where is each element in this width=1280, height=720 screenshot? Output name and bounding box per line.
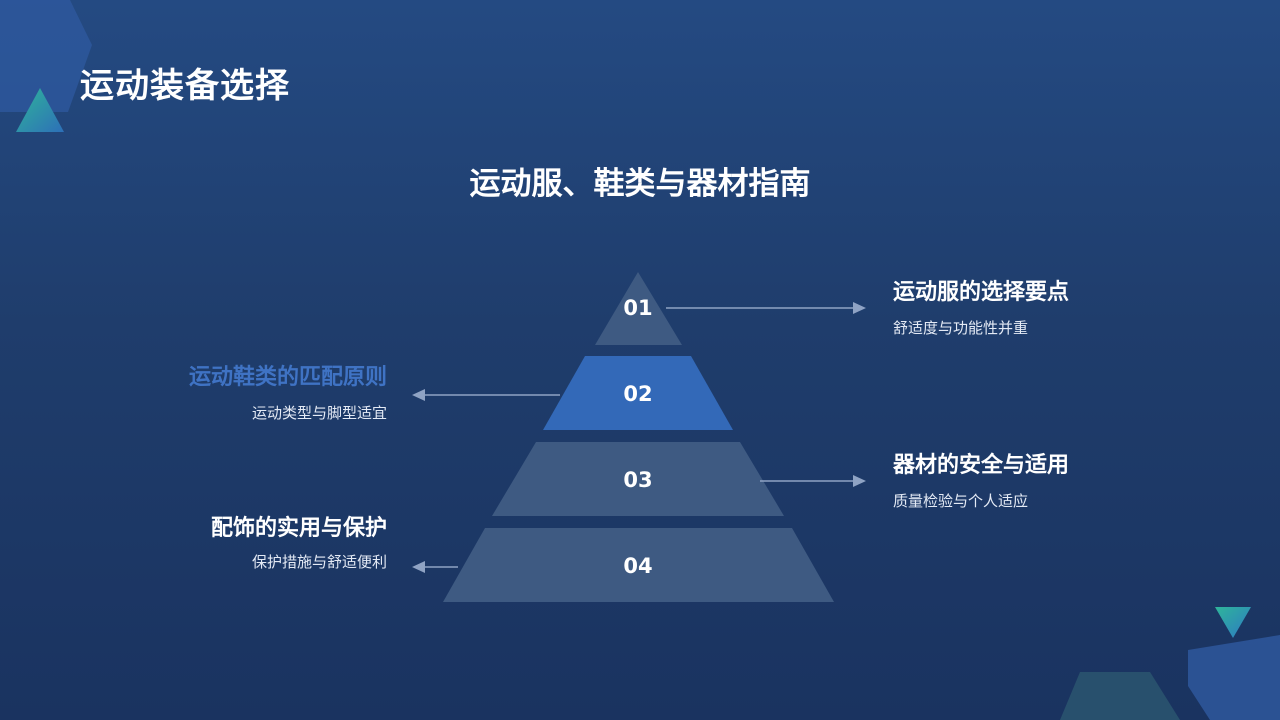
level-number-03: 03: [623, 468, 653, 492]
pyramid-level-1: [595, 272, 682, 345]
pyramid-level-3: [492, 442, 784, 516]
page-subtitle: 运动服、鞋类与器材指南: [469, 166, 811, 202]
level-title-04: 配饰的实用与保护: [210, 516, 387, 541]
level-title-01: 运动服的选择要点: [893, 280, 1070, 305]
level-desc-04: 保护措施与舒适便利: [251, 553, 387, 571]
page-title: 运动装备选择: [80, 66, 290, 106]
pyramid-level-4: [443, 528, 834, 602]
decor-top-left: [0, 0, 92, 132]
level-title-02: 运动鞋类的匹配原则: [188, 365, 387, 390]
level-number-01: 01: [623, 296, 653, 320]
pyramid-level-2: [543, 356, 733, 430]
level-number-02: 02: [623, 382, 653, 406]
level-desc-03: 质量检验与个人适应: [893, 492, 1029, 510]
level-title-03: 器材的安全与适用: [893, 453, 1070, 478]
level-number-04: 04: [623, 554, 653, 578]
level-desc-02: 运动类型与脚型适宜: [251, 404, 387, 422]
decor-bottom-right: [1060, 607, 1280, 720]
level-desc-01: 舒适度与功能性并重: [893, 319, 1029, 337]
